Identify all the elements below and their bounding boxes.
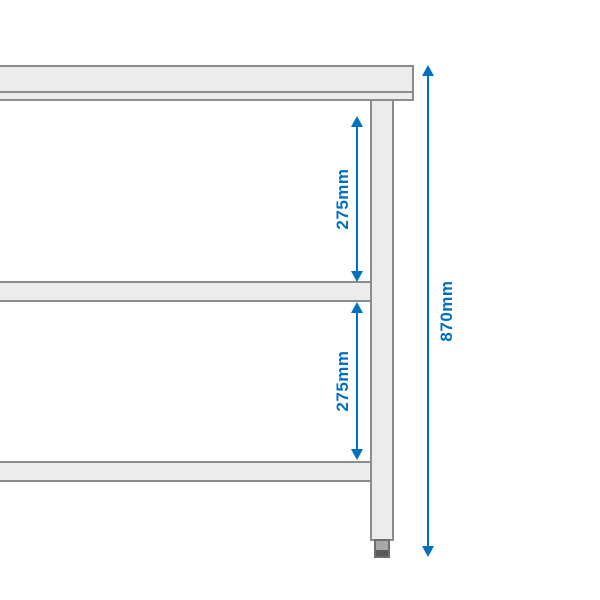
arrowhead-down-icon bbox=[351, 271, 363, 282]
adjustable-foot bbox=[374, 539, 390, 558]
dimension-arrow-lower-gap bbox=[351, 302, 363, 460]
tabletop-edge-line bbox=[0, 91, 412, 93]
dimension-arrow-upper-gap bbox=[351, 116, 363, 282]
arrowhead-down-icon bbox=[351, 449, 363, 460]
dimension-line bbox=[427, 68, 429, 554]
foot-tip bbox=[376, 550, 388, 556]
dimension-arrow-overall-height bbox=[422, 65, 434, 557]
arrowhead-down-icon bbox=[422, 546, 434, 557]
bottom-shelf bbox=[0, 461, 373, 482]
dimension-line bbox=[356, 119, 358, 279]
dimension-label-upper-gap: 275mm bbox=[333, 168, 352, 230]
middle-shelf bbox=[0, 281, 373, 302]
dimension-label-lower-gap: 275mm bbox=[333, 350, 352, 412]
dimension-line bbox=[356, 305, 358, 457]
dimension-label-overall-height: 870mm bbox=[437, 280, 456, 342]
table-leg bbox=[370, 99, 394, 541]
tabletop bbox=[0, 65, 414, 101]
